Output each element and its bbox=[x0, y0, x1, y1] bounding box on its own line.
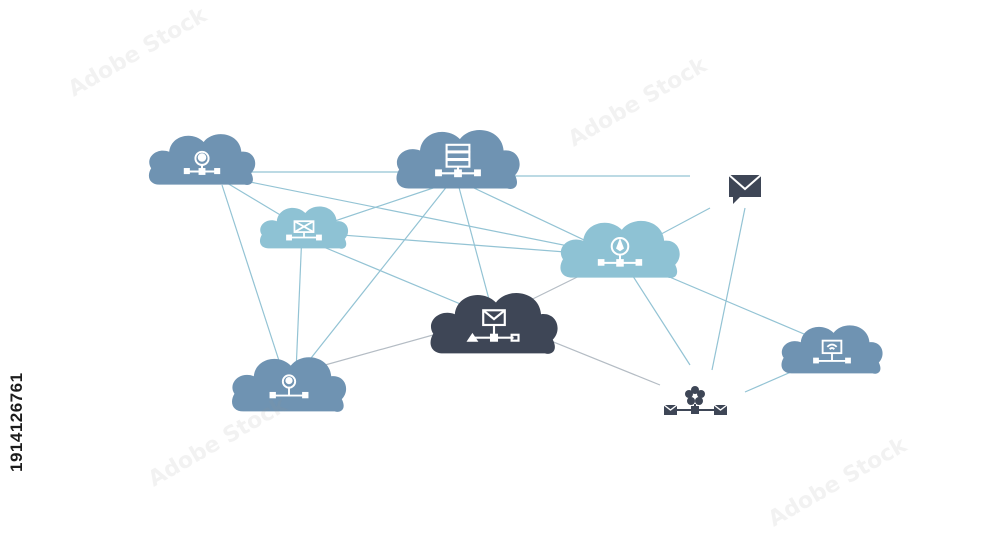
cloud-node-rocket bbox=[560, 220, 680, 279]
envelope-transfer-icon bbox=[286, 220, 322, 241]
wifi-monitor-icon bbox=[813, 339, 851, 364]
cloud-node-user bbox=[232, 357, 347, 412]
cloud-node-transfer bbox=[259, 206, 349, 249]
stock-id-label: 1914126761 bbox=[7, 372, 26, 472]
server-rack-icon bbox=[435, 143, 481, 178]
flower-network-icon bbox=[663, 386, 728, 415]
user-icon bbox=[269, 374, 309, 399]
cloud-node-support bbox=[148, 134, 256, 186]
cloud-node-email-hub bbox=[430, 293, 558, 354]
envelope-icon bbox=[466, 309, 520, 342]
cloud-node-wifi bbox=[781, 325, 883, 374]
connection-lines bbox=[202, 171, 831, 393]
rocket-icon bbox=[597, 237, 643, 267]
headset-agent-icon bbox=[183, 150, 221, 175]
mail-icon bbox=[728, 174, 762, 204]
cloud-node-server bbox=[396, 129, 520, 189]
